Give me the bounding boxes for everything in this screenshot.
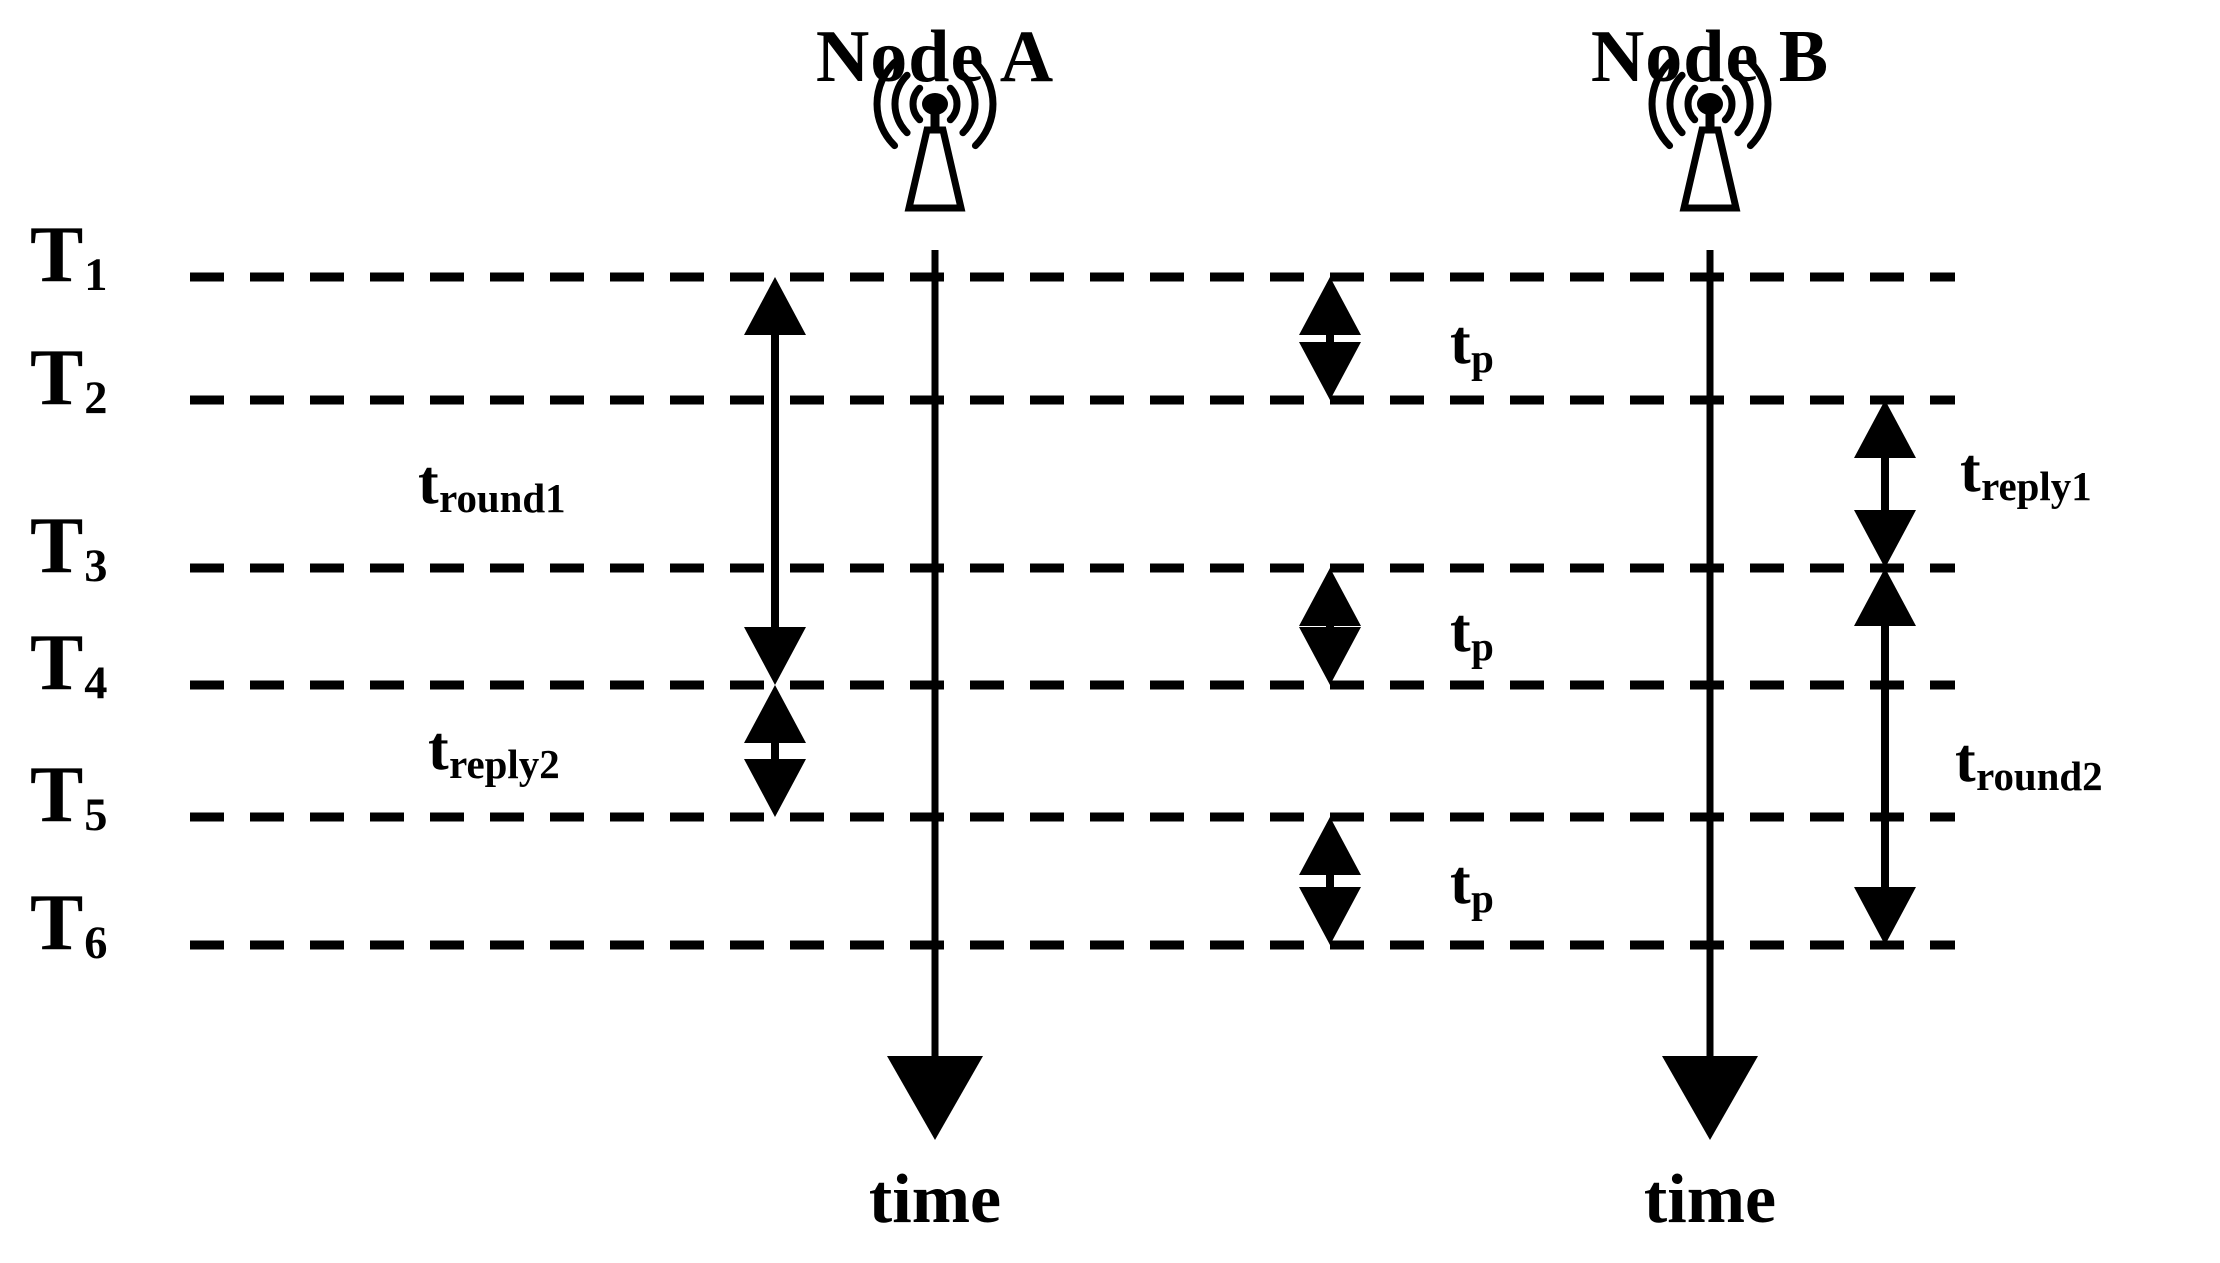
antenna-wave-right-2 — [1734, 71, 1754, 137]
measure-arrow-t_p_1 — [1299, 277, 1361, 400]
measure-head-bottom-t_round1 — [744, 627, 806, 685]
measure-label-t_round1: tround1 — [418, 449, 566, 521]
measure-head-top-t_p_2 — [1299, 568, 1361, 626]
antenna-wave-left-2 — [891, 71, 911, 137]
measure-head-bottom-t_reply1 — [1854, 510, 1916, 568]
measure-head-top-t_reply1 — [1854, 400, 1916, 458]
node-title-A: Node A — [815, 16, 1055, 98]
measure-head-top-t_p_3 — [1299, 817, 1361, 875]
time-axis-arrowhead-node-B — [1662, 1056, 1758, 1140]
antenna-icons — [873, 58, 1772, 212]
antenna-wave-left-1 — [1684, 84, 1699, 124]
antenna-wave-right-3 — [1746, 58, 1772, 150]
measure-arrow-t_reply1 — [1854, 400, 1916, 568]
time-tick-label-t3: T3 — [30, 502, 108, 593]
antenna-wave-left-3 — [873, 58, 899, 150]
time-tick-label-t6: T6 — [30, 879, 108, 970]
time-tick-label-t5: T5 — [30, 751, 108, 842]
measure-label-t_reply2: treply2 — [428, 715, 560, 787]
measure-arrow-t_round2 — [1854, 568, 1916, 945]
measure-arrow-t_p_2 — [1299, 568, 1361, 685]
measure-label-t_p_1: tp — [1450, 309, 1494, 381]
measure-head-top-t_round2 — [1854, 568, 1916, 626]
antenna-wave-left-1 — [909, 84, 924, 124]
time-axis-arrowhead-node-A — [887, 1056, 983, 1140]
measure-head-bottom-t_round2 — [1854, 887, 1916, 945]
time-axis-label-node-B: time — [1643, 1161, 1777, 1238]
antenna-wave-right-2 — [959, 71, 979, 137]
time-reference-lines — [190, 272, 1955, 950]
antenna-mast — [904, 126, 966, 212]
measure-head-top-t_p_1 — [1299, 277, 1361, 335]
radio-tower-icon-node-B — [1648, 58, 1772, 212]
node-title-B: Node B — [1590, 16, 1830, 98]
time-axis-label-node-A: time — [868, 1161, 1002, 1238]
antenna-wave-right-1 — [1721, 84, 1736, 124]
antenna-mast — [1679, 126, 1741, 212]
antenna-wave-left-2 — [1666, 71, 1686, 137]
measure-head-bottom-t_reply2 — [744, 759, 806, 817]
measure-label-t_reply1: treply1 — [1960, 437, 2092, 509]
measure-head-top-t_round1 — [744, 277, 806, 335]
radio-tower-icon-node-A — [873, 58, 997, 212]
antenna-wave-right-1 — [946, 84, 961, 124]
measure-label-t_p_2: tp — [1450, 597, 1494, 669]
time-tick-label-t2: T2 — [30, 334, 108, 425]
measure-head-bottom-t_p_1 — [1299, 342, 1361, 400]
measure-head-bottom-t_p_2 — [1299, 627, 1361, 685]
time-tick-label-t1: T1 — [30, 211, 108, 302]
antenna-emitter — [922, 93, 948, 115]
measure-label-t_round2: tround2 — [1955, 727, 2103, 799]
antenna-wave-right-3 — [971, 58, 997, 150]
node-time-axes — [887, 250, 1758, 1140]
measure-label-t_p_3: tp — [1450, 849, 1494, 921]
time-tick-label-t4: T4 — [30, 619, 108, 710]
antenna-emitter — [1697, 93, 1723, 115]
measure-head-bottom-t_p_3 — [1299, 887, 1361, 945]
measure-head-top-t_reply2 — [744, 685, 806, 743]
antenna-wave-left-3 — [1648, 58, 1674, 150]
measure-arrow-t_round1 — [744, 277, 806, 685]
measurement-arrows — [744, 277, 1916, 945]
measure-arrow-t_p_3 — [1299, 817, 1361, 945]
measure-arrow-t_reply2 — [744, 685, 806, 817]
